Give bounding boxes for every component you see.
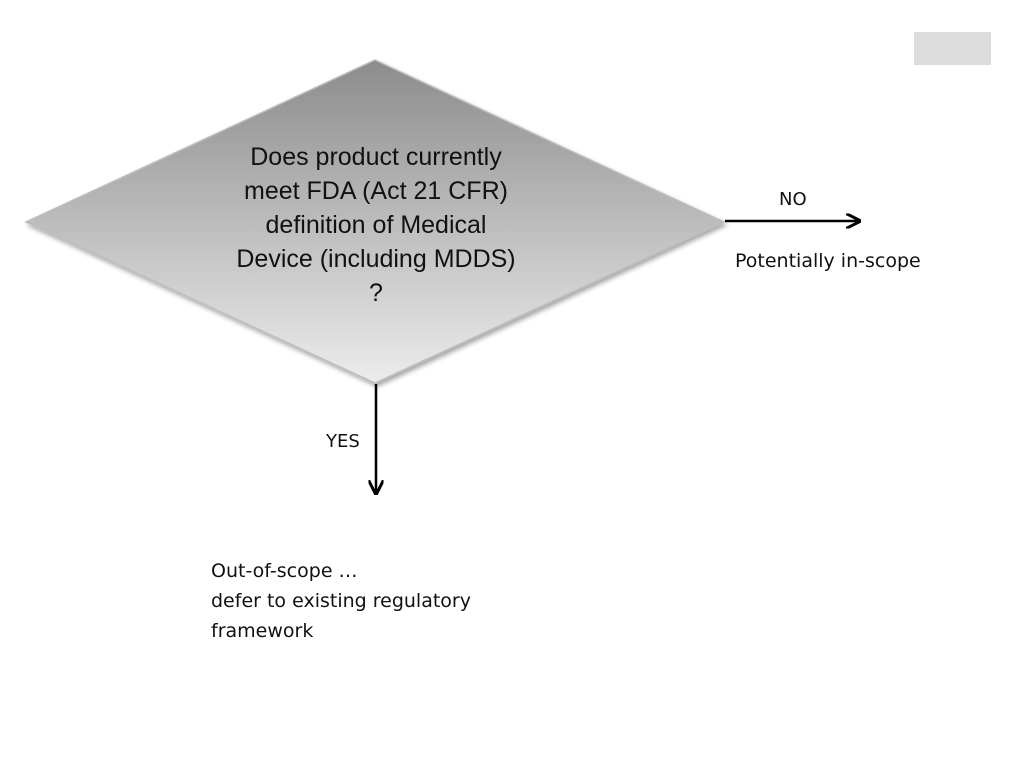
no-branch-label: NO (779, 189, 807, 210)
decision-question: Does product currently meet FDA (Act 21 … (206, 140, 546, 310)
decision-diamond (24, 59, 726, 384)
question-line-4: Device (including MDDS) (236, 245, 516, 273)
no-branch-outcome: Potentially in-scope (735, 250, 921, 272)
yes-branch-label: YES (326, 431, 360, 452)
yes-branch-outcome: Out-of-scope … defer to existing regulat… (211, 556, 471, 646)
question-line-5: ? (369, 279, 383, 307)
question-line-2: meet FDA (Act 21 CFR) (244, 177, 508, 205)
yes-outcome-line-2: defer to existing regulatory (211, 590, 471, 612)
corner-placeholder-box (914, 32, 991, 65)
yes-outcome-line-1: Out-of-scope … (211, 560, 358, 582)
question-line-3: definition of Medical (265, 211, 487, 239)
yes-outcome-line-3: framework (211, 620, 314, 642)
question-line-1: Does product currently (250, 143, 502, 171)
